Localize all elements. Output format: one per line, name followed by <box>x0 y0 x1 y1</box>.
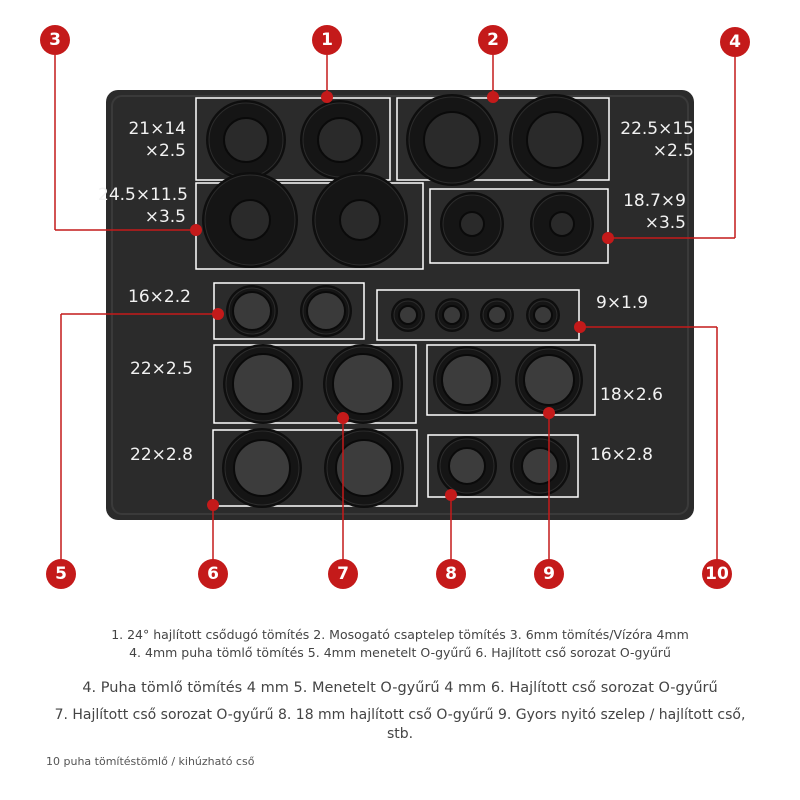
product-diagram: 1 2 3 4 5 6 7 8 9 10 21×14 ×2.5 22.5×15 … <box>40 25 750 589</box>
compartment-frame-10 <box>427 434 579 498</box>
oring-6d-hole <box>533 305 553 325</box>
compartment-frame-9 <box>212 429 418 507</box>
callout-9: 9 <box>534 559 564 589</box>
callout-dot-10 <box>543 407 555 419</box>
gasket-3a-hole <box>229 199 271 241</box>
tray-rim <box>111 95 689 515</box>
oring-8a-hole <box>441 354 493 406</box>
dimension-2-thickness: ×2.5 <box>652 141 694 161</box>
dimension-label-4: 18.7×9 ×3.5 <box>606 190 686 234</box>
oring-10b-hole <box>521 447 559 485</box>
oring-9a-hole <box>233 439 291 497</box>
dimension-label-6: 9×1.9 <box>596 293 649 313</box>
caption-block-1: 1. 24° hajlított csődugó tömítés 2. Moso… <box>0 626 800 662</box>
gasket-4a-hole <box>459 211 485 237</box>
dimension-4-thickness: ×3.5 <box>644 213 686 233</box>
compartment-frame-1 <box>195 97 391 181</box>
dimension-3-size: 24.5×11.5 <box>98 185 188 205</box>
dimension-label-9: 22×2.8 <box>130 445 193 465</box>
callout-dot-8 <box>337 412 349 424</box>
oring-7a-hole <box>232 353 294 415</box>
callout-6: 6 <box>198 559 228 589</box>
callout-dot-5 <box>212 308 224 320</box>
caption-line-4: 10 puha tömítéstömlő / kihúzható cső <box>46 755 255 768</box>
callout-dot-2 <box>487 91 499 103</box>
callout-4: 4 <box>720 27 750 57</box>
callout-dot-9 <box>445 489 457 501</box>
callout-2: 2 <box>478 25 508 55</box>
oring-5a-hole <box>232 291 272 331</box>
gasket-tray-illustration <box>54 55 736 574</box>
callout-10: 10 <box>702 559 732 589</box>
dimension-label-8: 18×2.6 <box>600 385 663 405</box>
caption-line-3: 7. Hajlított cső sorozat O-gyűrű 8. 18 m… <box>54 707 746 742</box>
callout-dot-3 <box>190 224 202 236</box>
oring-8b-hole <box>523 354 575 406</box>
callout-dot-4 <box>602 232 614 244</box>
caption-line-2: 4. Puha tömlő tömítés 4 mm 5. Menetelt O… <box>82 680 718 696</box>
gasket-1b-hole <box>317 117 363 163</box>
dimension-1-size: 21×14 <box>128 119 186 139</box>
dimension-2-size: 22.5×15 <box>620 119 694 139</box>
gasket-3b-hole <box>339 199 381 241</box>
callout-dot-6 <box>574 321 586 333</box>
dimension-label-10: 16×2.8 <box>590 445 653 465</box>
compartment-frame-8 <box>426 344 596 416</box>
callout-dot-1 <box>321 91 333 103</box>
gasket-2b-hole <box>526 111 584 169</box>
dimension-label-3: 24.5×11.5 ×3.5 <box>98 184 188 228</box>
oring-9b-hole <box>335 439 393 497</box>
callout-5: 5 <box>46 559 76 589</box>
compartment-frame-4 <box>429 188 609 264</box>
dimension-label-7: 22×2.5 <box>130 359 193 379</box>
caption-line-1a: 1. 24° hajlított csődugó tömítés 2. Moso… <box>111 627 689 642</box>
compartment-frame-2 <box>396 97 610 181</box>
gasket-4b-hole <box>549 211 575 237</box>
callout-8: 8 <box>436 559 466 589</box>
oring-5b-hole <box>306 291 346 331</box>
caption-line-1b: 4. 4mm puha tömlő tömítés 5. 4mm menetel… <box>129 645 671 660</box>
compartment-frame-7 <box>213 344 417 424</box>
gasket-1a-hole <box>223 117 269 163</box>
callout-3: 3 <box>40 25 70 55</box>
oring-6c-hole <box>487 305 507 325</box>
oring-7b-hole <box>332 353 394 415</box>
callout-1: 1 <box>312 25 342 55</box>
callout-7: 7 <box>328 559 358 589</box>
gasket-2a-hole <box>423 111 481 169</box>
compartment-frame-6 <box>376 289 580 341</box>
dimension-label-5: 16×2.2 <box>128 287 191 307</box>
dimension-label-2: 22.5×15 ×2.5 <box>606 118 694 162</box>
oring-10a-hole <box>448 447 486 485</box>
oring-6b-hole <box>442 305 462 325</box>
callout-dot-7 <box>207 499 219 511</box>
oring-6a-hole <box>398 305 418 325</box>
dimension-1-thickness: ×2.5 <box>144 141 186 161</box>
dimension-3-thickness: ×3.5 <box>144 207 186 227</box>
dimension-label-1: 21×14 ×2.5 <box>110 118 186 162</box>
dimension-4-size: 18.7×9 <box>623 191 686 211</box>
